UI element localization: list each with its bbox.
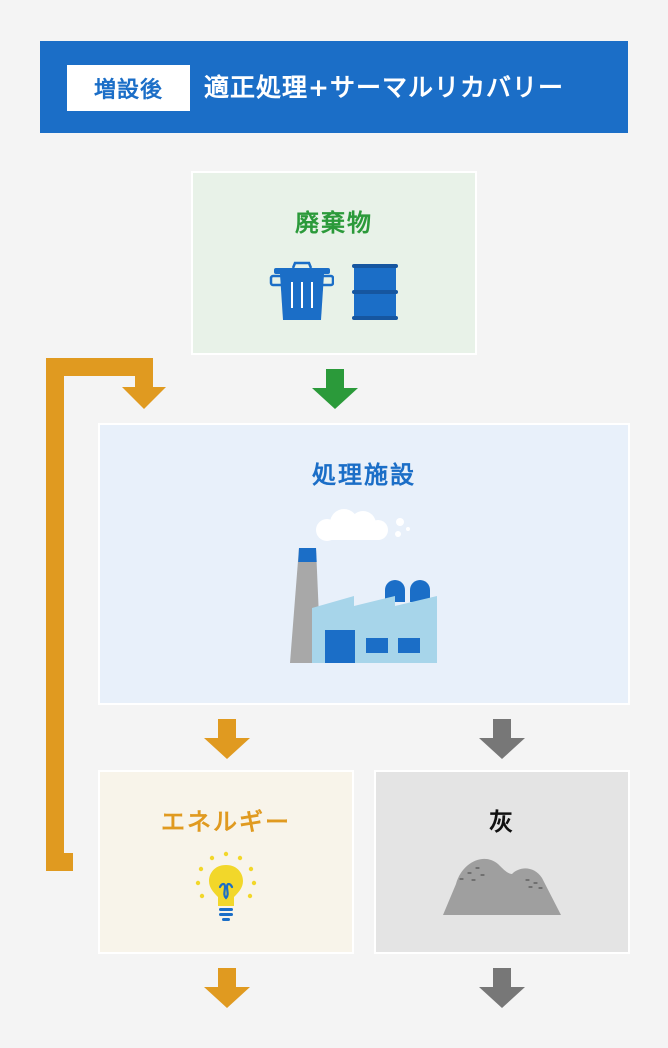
arrow-facility-to-energy <box>204 719 250 759</box>
waste-label: 廃棄物 <box>295 209 373 237</box>
smoke-cloud-icon <box>316 509 410 541</box>
facility-label: 処理施設 <box>312 461 416 489</box>
oil-drum-icon <box>352 264 398 320</box>
arrow-ash-out <box>479 968 525 1008</box>
ash-node: 灰 <box>374 770 630 954</box>
energy-label: エネルギー <box>161 808 291 836</box>
header-banner: 増設後 適正処理+サーマルリカバリー <box>40 41 628 133</box>
light-bulb-icon <box>195 851 257 921</box>
ash-label: 灰 <box>489 808 515 836</box>
arrow-facility-to-ash <box>479 719 525 759</box>
arrow-waste-to-facility <box>312 369 358 409</box>
energy-node: エネルギー <box>98 770 354 954</box>
status-badge: 増設後 <box>67 65 190 111</box>
trash-can-icon <box>269 261 334 320</box>
factory-icon <box>290 548 437 663</box>
arrow-energy-out <box>204 968 250 1008</box>
waste-node: 廃棄物 <box>191 171 477 355</box>
ash-pile-icon <box>443 858 561 915</box>
page-title: 適正処理+サーマルリカバリー <box>204 73 564 102</box>
